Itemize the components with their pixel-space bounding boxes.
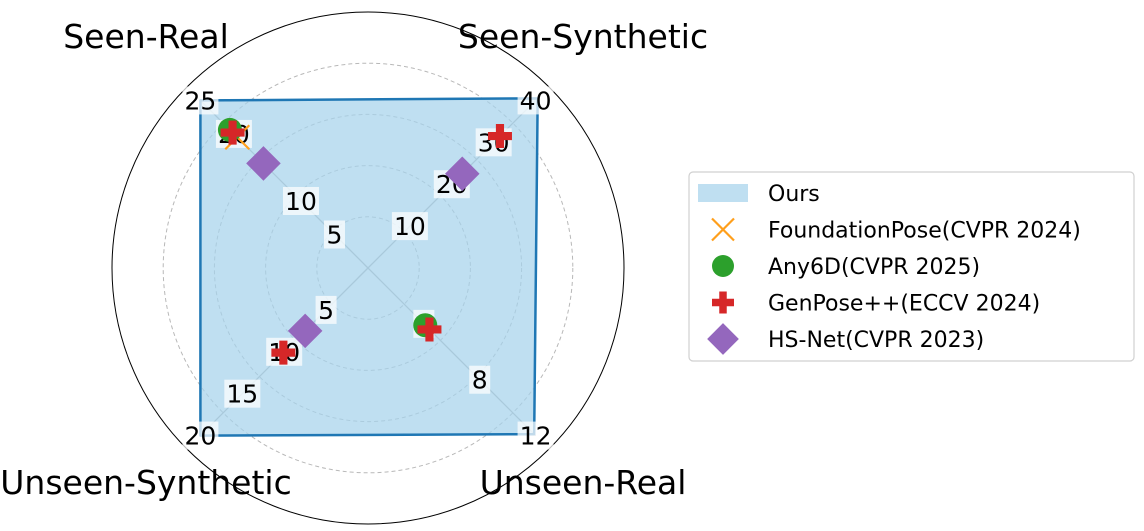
outer-frame [111, 11, 625, 525]
svg-text:25: 25 [185, 86, 217, 115]
axis-title-seen-synthetic: Seen-Synthetic [458, 17, 708, 56]
svg-text:20: 20 [185, 422, 217, 451]
grid-ring-4 [162, 62, 574, 474]
legend-item-any6d-cvpr-2025: Any6D(CVPR 2025) [712, 255, 980, 280]
svg-text:10: 10 [394, 212, 426, 241]
legend-label: Ours [768, 182, 820, 207]
marker-hs-net-cvpr-2023-unseen-synthetic [287, 313, 323, 349]
marker-hs-net-cvpr-2023-seen-synthetic [444, 156, 480, 192]
axis-title-unseen-real: Unseen-Real [480, 463, 687, 502]
legend-marker [712, 291, 734, 314]
legend-label: HS-Net(CVPR 2023) [768, 328, 984, 353]
series-marker-layer [217, 117, 512, 365]
tick-label-layer: 51020251020304048125101520 [182, 86, 554, 451]
legend-marker [712, 255, 734, 277]
legend-label: Any6D(CVPR 2025) [768, 255, 980, 280]
tick-unseen-synthetic-5: 5 [315, 295, 337, 325]
legend-item-genpose-eccv-2024: GenPose++(ECCV 2024) [712, 291, 1040, 317]
marker-genpose-eccv-2024-seen-real [220, 120, 245, 145]
legend-label: GenPose++(ECCV 2024) [768, 292, 1040, 317]
svg-text:12: 12 [520, 422, 552, 451]
tick-seen-synthetic-10: 10 [391, 212, 428, 241]
tick-seen-real-5: 5 [323, 220, 345, 249]
legend-marker [711, 217, 735, 242]
svg-text:15: 15 [226, 380, 258, 409]
marker-genpose-eccv-2024-unseen-real [417, 317, 442, 342]
svg-text:5: 5 [318, 296, 334, 325]
marker-any6d-cvpr-2025-unseen-real [413, 313, 438, 338]
tick-unseen-real-12: 12 [517, 421, 554, 451]
tick-seen-real-25: 25 [182, 86, 219, 115]
svg-text:8: 8 [472, 366, 488, 395]
axis-title-seen-real: Seen-Real [63, 17, 229, 56]
tick-unseen-real-8: 8 [469, 365, 491, 395]
svg-text:10: 10 [285, 187, 317, 216]
marker-hs-net-cvpr-2023-seen-real [246, 146, 281, 181]
axis-title-unseen-synthetic: Unseen-Synthetic [0, 463, 292, 502]
tick-unseen-synthetic-15: 15 [224, 379, 261, 409]
legend-swatch [698, 184, 748, 202]
legend-item-ours: Ours [698, 182, 820, 207]
legend-item-foundationpose-cvpr-2024: FoundationPose(CVPR 2024) [711, 217, 1081, 244]
tick-unseen-synthetic-20: 20 [182, 421, 219, 451]
svg-text:40: 40 [520, 86, 552, 115]
tick-seen-synthetic-40: 40 [517, 86, 554, 115]
legend-box [688, 171, 1135, 362]
legend-marker [707, 323, 739, 355]
legend-label: FoundationPose(CVPR 2024) [768, 219, 1081, 244]
marker-genpose-eccv-2024-seen-synthetic [487, 124, 512, 149]
svg-text:5: 5 [327, 220, 343, 249]
legend-item-hs-net-cvpr-2023: HS-Net(CVPR 2023) [707, 323, 984, 355]
tick-seen-real-10: 10 [282, 186, 319, 216]
marker-genpose-eccv-2024-unseen-synthetic [271, 340, 296, 365]
